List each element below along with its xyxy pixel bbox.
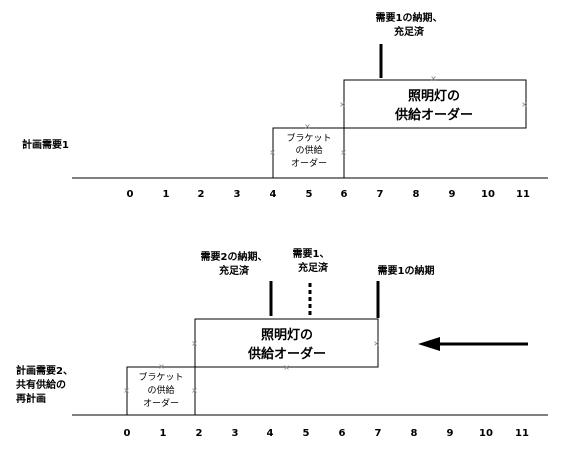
top-bracket-order-line1: ブラケット bbox=[286, 132, 331, 144]
bottom-demand2-due-label-line2: 充足済 bbox=[219, 264, 250, 277]
bottom-demand2-due-label-line1: 需要2の納期、 bbox=[201, 250, 268, 263]
bottom-lighting-order-line1: 照明灯の bbox=[261, 327, 313, 343]
bottom-panel: 0 1 2 3 4 5 6 7 8 9 10 11 計画需要2、 共有供給の 再… bbox=[16, 248, 548, 439]
bottom-tick-3: 3 bbox=[232, 428, 239, 439]
top-tick-8: 8 bbox=[413, 189, 420, 200]
top-tick-10: 10 bbox=[481, 189, 495, 200]
top-bracket-supply-order: ブラケット の供給 オーダー bbox=[270, 124, 346, 179]
top-bracket-order-line2: の供給 bbox=[295, 144, 322, 156]
top-tick-11: 11 bbox=[516, 189, 530, 200]
top-bracket-order-handles bbox=[270, 124, 346, 155]
top-row-label: 計画需要1 bbox=[22, 138, 69, 151]
top-lighting-order-handles bbox=[340, 76, 527, 107]
top-demand1-due-label-line1: 需要1の納期、 bbox=[376, 11, 443, 24]
bottom-bracket-order-handles bbox=[124, 364, 197, 393]
bottom-tick-4: 4 bbox=[267, 428, 274, 439]
top-panel: 0 1 2 3 4 5 6 7 8 9 10 11 計画需要1 ブラケット の供… bbox=[22, 11, 548, 200]
bottom-tick-6: 6 bbox=[339, 428, 346, 439]
top-lighting-order-line2: 供給オーダー bbox=[394, 107, 473, 123]
bottom-bracket-order-line2: の供給 bbox=[147, 384, 174, 396]
top-tick-7: 7 bbox=[377, 189, 384, 200]
bottom-lighting-order-handles bbox=[192, 341, 379, 370]
top-tick-0: 0 bbox=[127, 189, 134, 200]
top-lighting-order-line1: 照明灯の bbox=[408, 88, 460, 104]
bottom-tick-5: 5 bbox=[303, 428, 310, 439]
replan-arrow-head bbox=[418, 337, 440, 351]
bottom-bracket-order-line3: オーダー bbox=[143, 397, 179, 409]
bottom-tick-10: 10 bbox=[479, 428, 493, 439]
replan-arrow-icon bbox=[418, 337, 528, 351]
bottom-row-label-line3: 再計画 bbox=[16, 392, 46, 405]
bottom-tick-8: 8 bbox=[411, 428, 418, 439]
bottom-tick-2: 2 bbox=[196, 428, 203, 439]
top-tick-5: 5 bbox=[306, 189, 313, 200]
bottom-row-label-line1: 計画需要2、 bbox=[16, 364, 73, 377]
top-tick-2: 2 bbox=[198, 189, 205, 200]
bottom-lighting-supply-order: 照明灯の 供給オーダー bbox=[192, 318, 379, 370]
bottom-tick-9: 9 bbox=[447, 428, 454, 439]
top-demand1-due-label-line2: 充足済 bbox=[394, 25, 425, 38]
top-tick-labels: 0 1 2 3 4 5 6 7 8 9 10 11 bbox=[127, 189, 530, 200]
bottom-tick-0: 0 bbox=[124, 428, 131, 439]
bottom-demand1-filled-label-line2: 充足済 bbox=[298, 261, 329, 274]
bottom-tick-labels: 0 1 2 3 4 5 6 7 8 9 10 11 bbox=[124, 428, 529, 439]
top-bracket-order-line3: オーダー bbox=[291, 157, 327, 169]
bottom-tick-7: 7 bbox=[375, 428, 382, 439]
top-tick-1: 1 bbox=[163, 189, 170, 200]
bottom-bracket-supply-order: ブラケット の供給 オーダー bbox=[124, 364, 197, 416]
bottom-bracket-order-line1: ブラケット bbox=[138, 371, 183, 383]
top-tick-6: 6 bbox=[341, 189, 348, 200]
bottom-demand1-filled-label-line1: 需要1、 bbox=[293, 248, 330, 260]
top-lighting-supply-order: 照明灯の 供給オーダー bbox=[340, 76, 527, 129]
top-tick-3: 3 bbox=[234, 189, 241, 200]
bottom-lighting-order-line2: 供給オーダー bbox=[247, 346, 326, 362]
bottom-tick-11: 11 bbox=[515, 428, 529, 439]
bottom-tick-1: 1 bbox=[160, 428, 167, 439]
bottom-row-label-line2: 共有供給の bbox=[16, 378, 66, 391]
bottom-demand1-due-label: 需要1の納期 bbox=[378, 264, 435, 277]
top-tick-9: 9 bbox=[449, 189, 456, 200]
top-tick-4: 4 bbox=[270, 189, 277, 200]
